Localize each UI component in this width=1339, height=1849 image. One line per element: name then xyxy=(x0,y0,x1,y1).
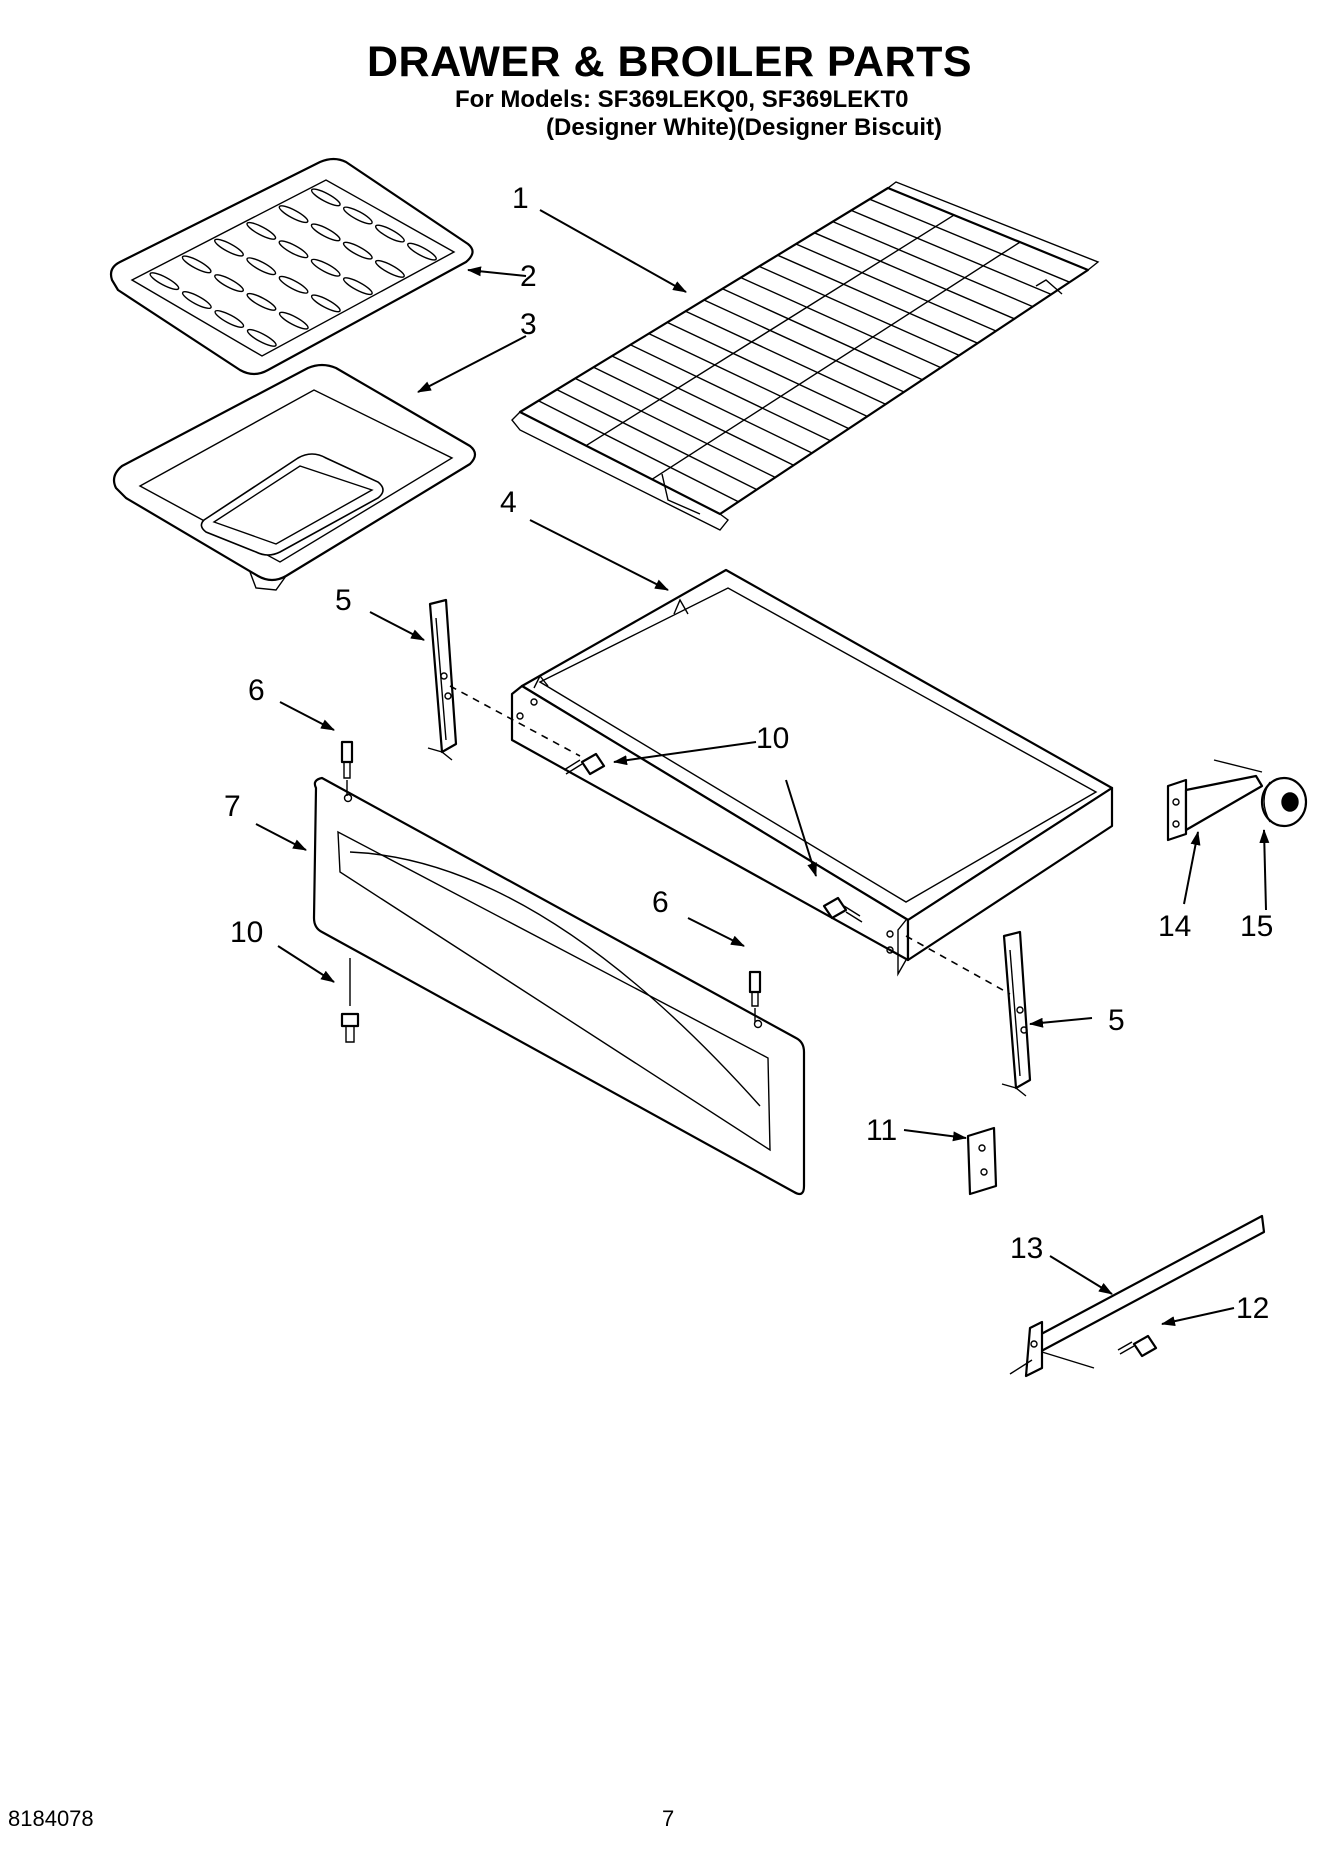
callout-5-right: 5 xyxy=(1108,1004,1125,1037)
callout-4: 4 xyxy=(500,486,517,519)
callout-numbers: 1 2 3 4 5 5 6 6 7 10 10 11 12 13 14 15 xyxy=(224,182,1273,1325)
screw-drawer-right xyxy=(822,896,863,923)
drawer-front-panel xyxy=(312,776,806,1196)
page-title: DRAWER & BROILER PARTS xyxy=(366,38,973,86)
broiler-grid xyxy=(109,157,474,376)
callout-1: 1 xyxy=(512,182,529,215)
document-number: 8184078 xyxy=(8,1806,94,1831)
drawer-slide-left xyxy=(427,598,458,761)
callout-6-right: 6 xyxy=(652,886,669,919)
page-number: 7 xyxy=(662,1806,675,1831)
screw-drawer-left xyxy=(563,752,606,776)
callout-7: 7 xyxy=(224,790,241,823)
callout-13: 13 xyxy=(1010,1232,1043,1265)
pin-right xyxy=(748,970,762,1022)
toe-kick-rail xyxy=(1009,1214,1266,1378)
callout-12: 12 xyxy=(1236,1292,1269,1325)
callout-5-left: 5 xyxy=(335,584,352,617)
leader-lines xyxy=(255,209,1270,1327)
callout-15: 15 xyxy=(1240,910,1273,943)
drawer xyxy=(510,568,1114,977)
callout-11: 11 xyxy=(866,1114,897,1147)
bracket xyxy=(966,1126,998,1196)
callout-3: 3 xyxy=(520,308,537,341)
callout-10-top: 10 xyxy=(756,722,789,755)
pin-left xyxy=(340,740,354,796)
callout-2: 2 xyxy=(520,260,537,293)
anti-tip-bracket xyxy=(1166,759,1264,842)
callout-6-left: 6 xyxy=(248,674,265,707)
callout-10-bottom: 10 xyxy=(230,916,263,949)
spacer xyxy=(1260,776,1308,828)
screw-panel xyxy=(340,958,360,1043)
callout-14: 14 xyxy=(1158,910,1191,943)
screw-rail xyxy=(1117,1334,1158,1358)
drawer-slide-right xyxy=(1001,930,1032,1097)
oven-rack xyxy=(511,181,1100,531)
model-numbers: For Models: SF369LEKQ0, SF369LEKT0 xyxy=(455,86,909,113)
model-variants: (Designer White)(Designer Biscuit) xyxy=(546,114,943,141)
broiler-pan xyxy=(112,363,477,591)
